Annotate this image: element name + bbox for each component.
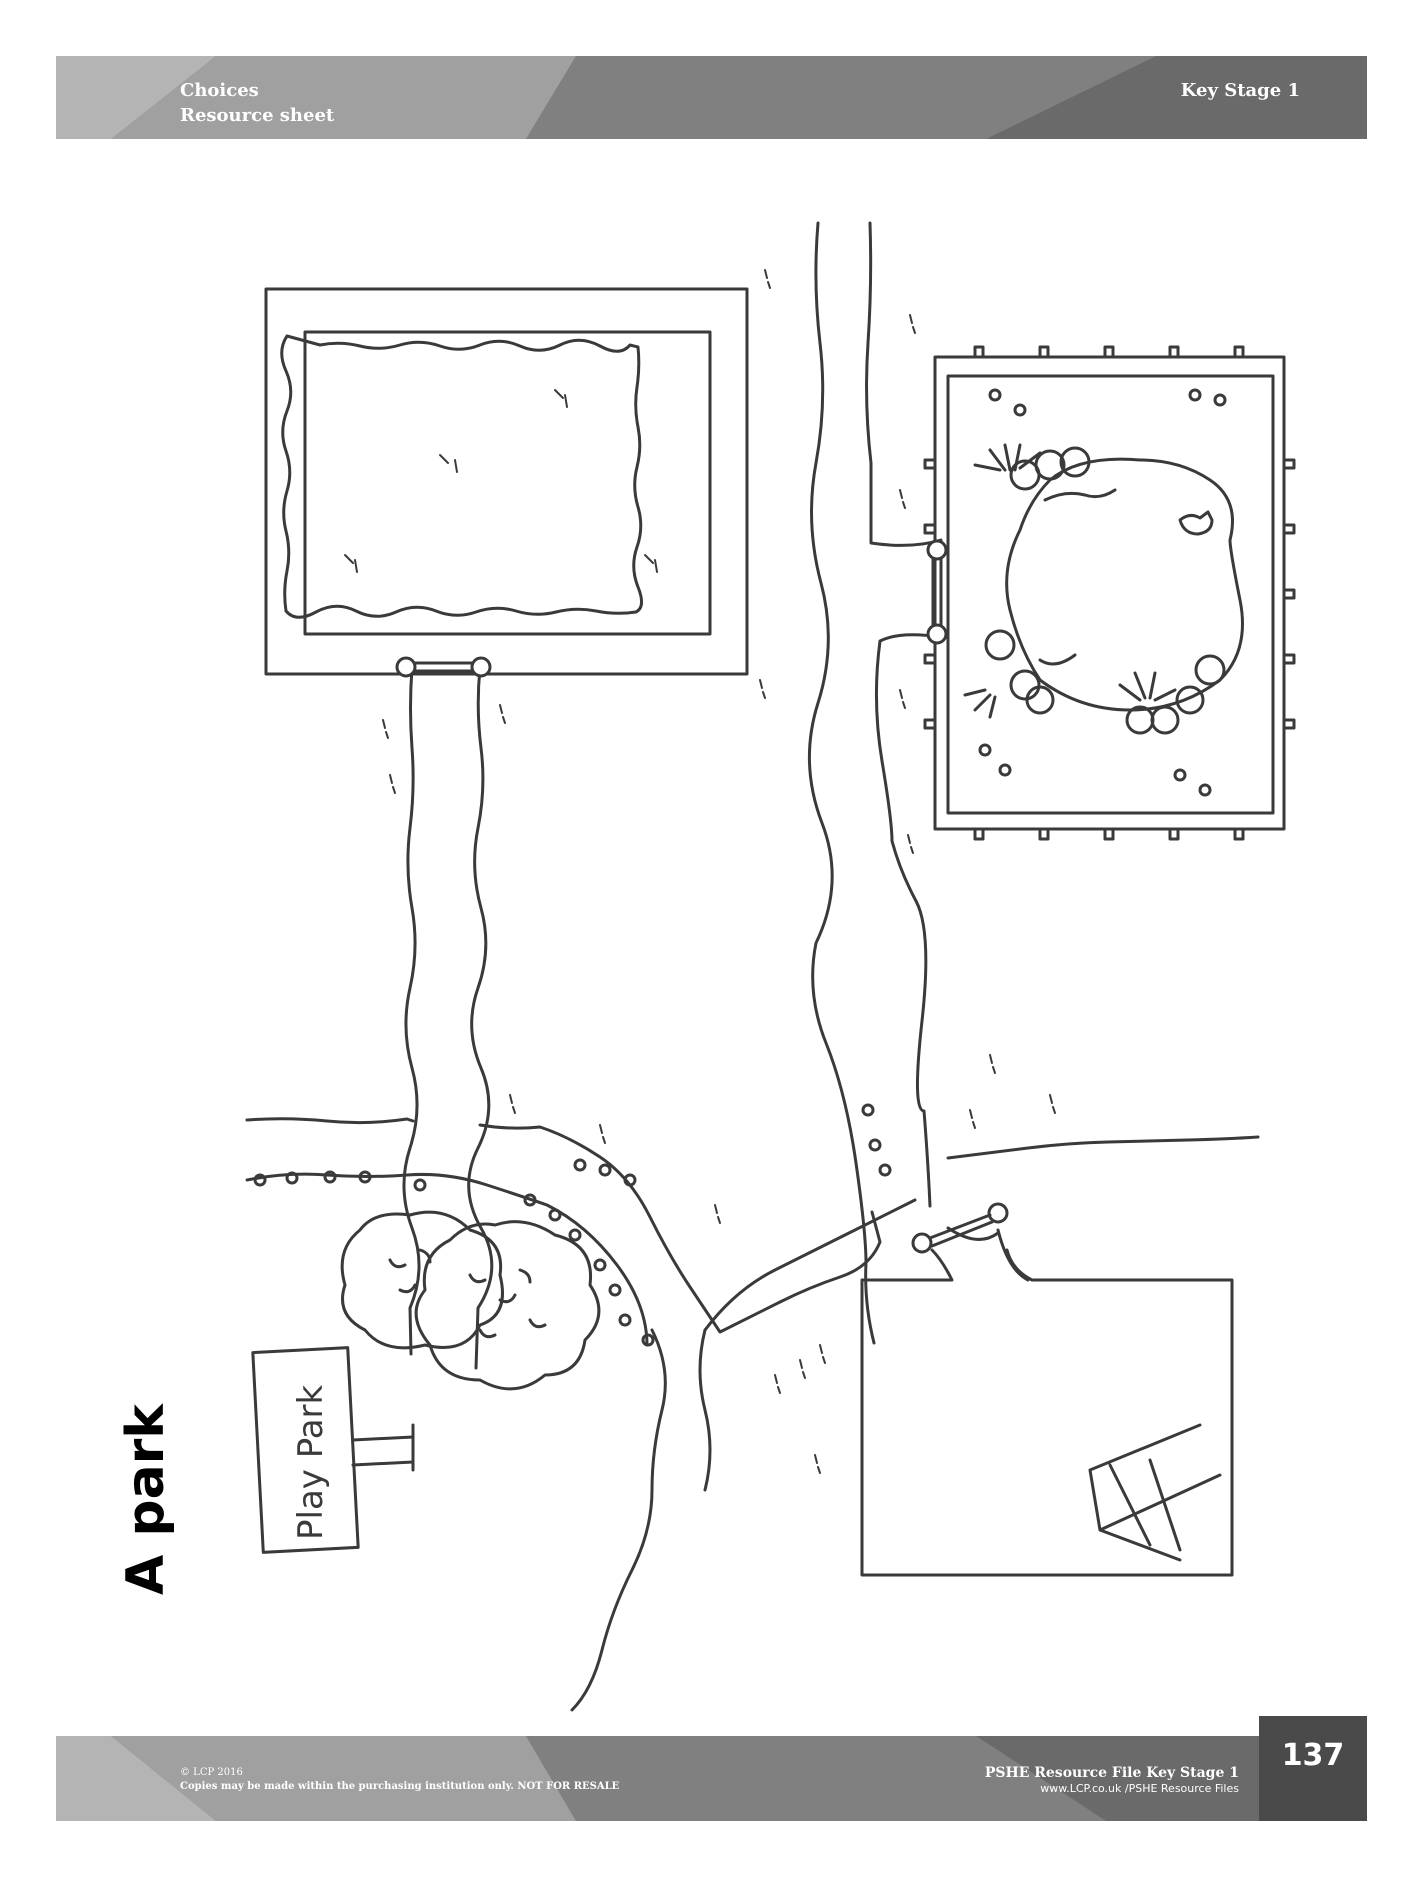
resource-file-name: PSHE Resource File Key Stage 1 [984,1765,1239,1781]
footer-resource-block: PSHE Resource File Key Stage 1 www.LCP.c… [985,1766,1239,1796]
main-road [807,221,943,1345]
header-subtitle: Resource sheet [180,105,335,126]
header-title-block: Choices Resource sheet [180,78,334,128]
play-area [860,1248,1234,1577]
map-title: A park [116,1404,176,1595]
play-park-sign [251,1346,415,1554]
grass-tufts [344,269,1056,1474]
page-footer: © LCP 2016 Copies may be made within the… [56,1736,1367,1821]
sign-text: Play Park [291,1384,331,1540]
field-path [395,656,494,1370]
copy-notice: Copies may be made within the purchasing… [180,1781,620,1792]
flowers [253,388,1227,1347]
copyright-text: © LCP 2016 [180,1767,243,1778]
trees [340,1210,601,1391]
crossroads-paths [245,1117,1260,1712]
footer-copyright-block: © LCP 2016 Copies may be made within the… [180,1766,619,1794]
header-key-stage: Key Stage 1 [1180,80,1300,101]
website-link[interactable]: www.LCP.co.uk /PSHE Resource Files [1040,1782,1239,1795]
field-enclosure [264,287,749,676]
page-header: Choices Resource sheet Key Stage 1 [56,56,1367,139]
header-band-graphic [56,56,1367,139]
page-number: 137 [1259,1716,1367,1821]
header-title: Choices [180,80,259,101]
pond-enclosure [923,345,1296,841]
